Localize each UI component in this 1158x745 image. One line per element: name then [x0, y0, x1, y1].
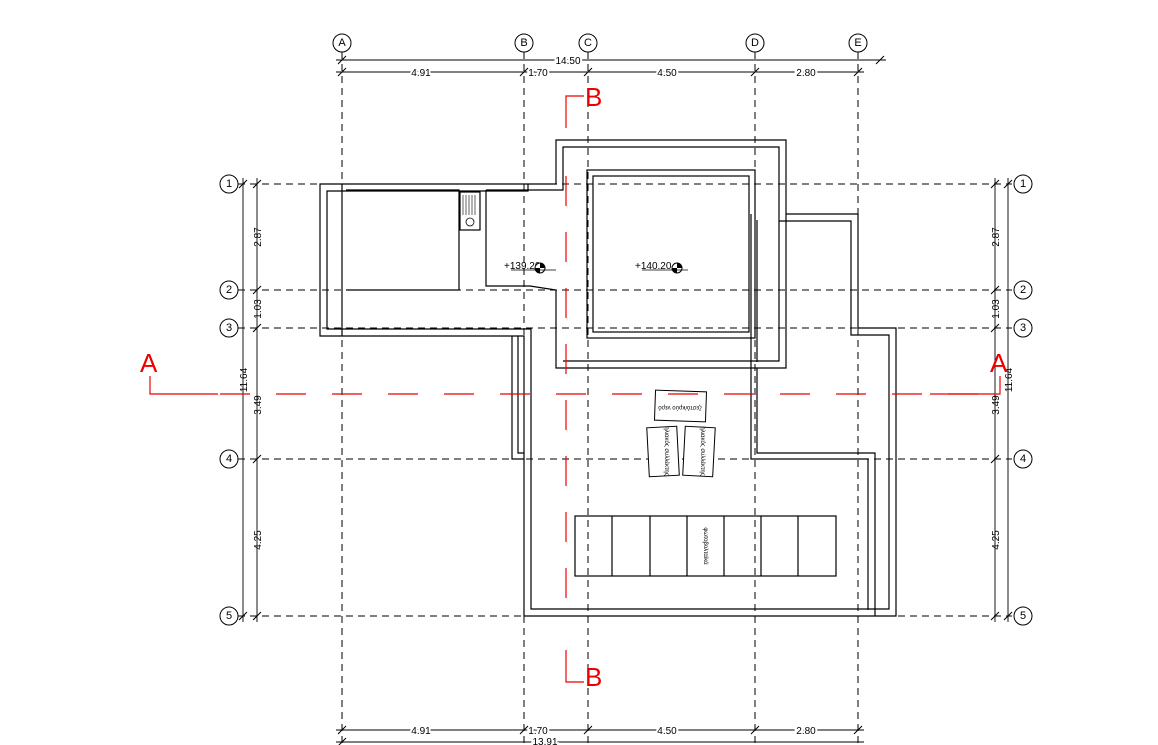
solar-collector	[646, 425, 680, 478]
dim-total: 13.91	[532, 737, 557, 745]
grid-bubble-e	[848, 33, 868, 53]
dim-segment: 3.49	[253, 395, 264, 415]
grid-bubble-2-left	[219, 280, 239, 300]
column-bubbles: A B C D E	[332, 33, 868, 53]
section-a-label-right: A	[990, 348, 1008, 378]
section-b-label-bottom: B	[585, 662, 602, 692]
row-bubbles: 1 2 3 4 5 1 2 3 4 5	[219, 174, 1033, 626]
grid-label: E	[854, 37, 861, 49]
dim-segment: 4.91	[411, 726, 431, 737]
grid-label: B	[520, 37, 527, 49]
solar-collector-label: ηλιακός συλλέκτης	[663, 426, 670, 475]
grid-label: 2	[1020, 284, 1026, 296]
dim-segment: 4.50	[657, 68, 677, 79]
grid-bubble-1-right	[1013, 174, 1033, 194]
dim-segment: 4.91	[411, 68, 431, 79]
solar-collector-label: ηλιακός συλλέκτης	[699, 426, 706, 475]
pv-label: φωτοβολταϊκά	[702, 527, 709, 565]
dim-segment: 1.70	[528, 726, 548, 737]
section-a: A A	[140, 348, 1008, 395]
grid-bubble-5-left	[219, 606, 239, 626]
section-b-label-top: B	[585, 82, 602, 112]
grid-bubble-d	[745, 33, 765, 53]
grid-bubble-3-right	[1013, 318, 1033, 338]
dim-segment: 1.03	[991, 299, 1002, 319]
dim-segment: 2.87	[253, 227, 264, 247]
grid-label: 5	[226, 610, 232, 622]
grid-bubble-3-left	[219, 318, 239, 338]
level-label: +139.20	[504, 261, 541, 272]
grid-bubble-1-left	[219, 174, 239, 194]
grid-bubble-5-right	[1013, 606, 1033, 626]
grid-bubble-a	[332, 33, 352, 53]
dim-total: 11.64	[239, 367, 250, 392]
grid-bubble-b	[514, 33, 534, 53]
dim-segment: 1.70	[528, 68, 548, 79]
dim-segment: 3.49	[991, 395, 1002, 415]
dim-total: 14.50	[555, 56, 580, 67]
grid-label: 4	[1020, 453, 1026, 465]
bottom-dimensions: 4.91 1.70 4.50 2.80 13.91	[336, 724, 864, 745]
level-markers: +139.20 +140.20	[504, 261, 688, 274]
grid-label: D	[751, 37, 759, 49]
grid-label: 2	[226, 284, 232, 296]
right-dimensions: 11.64 2.87 1.03 3.49 4.25	[990, 178, 1015, 622]
dim-segment: 2.80	[796, 68, 816, 79]
roof-equipment: ζεστό/κρύο νερό ηλιακός συλλέκτης ηλιακό…	[574, 389, 837, 577]
level-label: +140.20	[635, 261, 672, 272]
top-dimensions: 14.50 4.91 1.70 4.50 2.80	[336, 54, 886, 81]
dim-segment: 4.25	[253, 530, 264, 550]
sink-icon	[459, 191, 481, 231]
grid-label: 5	[1020, 610, 1026, 622]
grid-label: 1	[1020, 178, 1026, 190]
grid-label: A	[338, 37, 346, 49]
grid-label: 1	[226, 178, 232, 190]
water-tank-label: ζεστό/κρύο νερό	[658, 404, 702, 411]
water-tank	[653, 389, 708, 423]
light-well	[586, 169, 756, 339]
dim-total: 11.64	[1004, 367, 1015, 392]
grid-bubble-c	[578, 33, 598, 53]
grid-bubble-4-right	[1013, 449, 1033, 469]
grid-label: 4	[226, 453, 232, 465]
dim-segment: 2.87	[991, 227, 1002, 247]
building-outline	[319, 139, 897, 617]
dim-segment: 4.50	[657, 726, 677, 737]
section-a-label-left: A	[140, 348, 158, 378]
grid-label: C	[584, 37, 592, 49]
dim-segment: 1.03	[253, 299, 264, 319]
grid-bubble-4-left	[219, 449, 239, 469]
solar-collector	[682, 425, 716, 478]
dim-segment: 2.80	[796, 726, 816, 737]
left-dimensions: 11.64 2.87 1.03 3.49 4.25	[238, 178, 264, 622]
grid-label: 3	[1020, 322, 1026, 334]
grid-bubble-2-right	[1013, 280, 1033, 300]
grid-label: 3	[226, 322, 232, 334]
dim-segment: 4.25	[991, 530, 1002, 550]
pv-panels	[574, 515, 837, 577]
section-b: B B	[565, 82, 602, 692]
